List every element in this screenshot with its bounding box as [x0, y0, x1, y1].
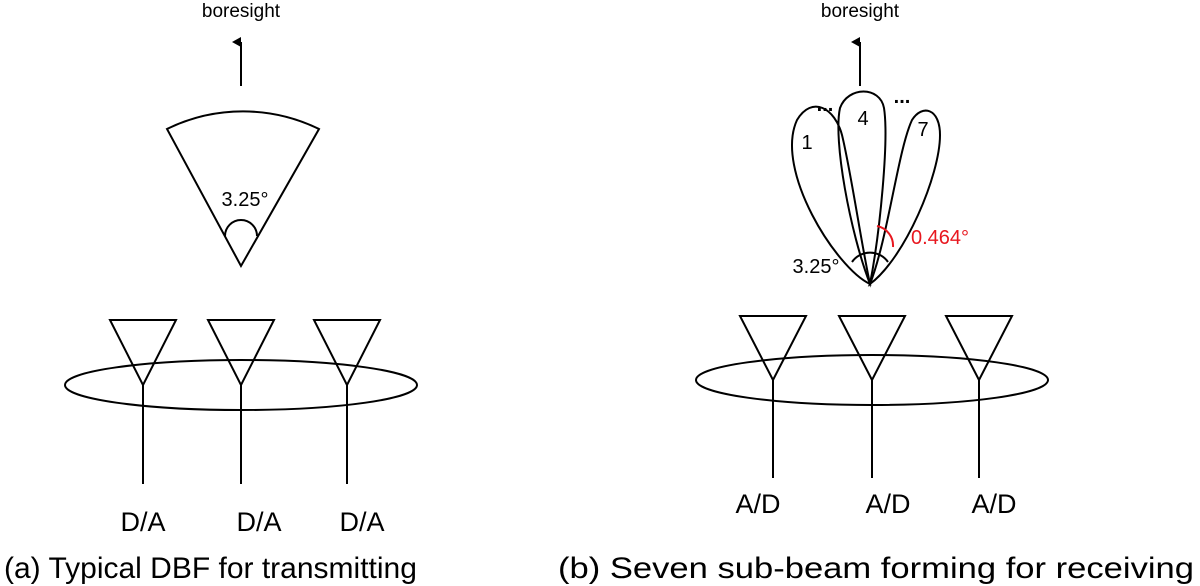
antenna-element-b3	[944, 315, 1014, 478]
boresight-label-b: boresight	[821, 1, 900, 22]
caption-b: (b) Seven sub-beam forming for receiving	[558, 552, 1194, 585]
converter-label-a1: D/A	[120, 507, 165, 537]
angle-label-a: 3.25°	[222, 189, 269, 211]
sub-angle-label: 0.464°	[911, 227, 969, 249]
sub-angle-arc	[876, 225, 895, 248]
total-angle-arc	[851, 251, 889, 263]
antenna-element-a2	[206, 319, 276, 484]
beam-label-4: 4	[857, 108, 868, 130]
sub-beam-4	[837, 90, 887, 288]
converter-label-b2: A/D	[865, 489, 910, 519]
transmit-beam-sector	[165, 110, 321, 269]
beam-label-7: 7	[917, 119, 928, 141]
antenna-element-a3	[312, 319, 382, 484]
panel-a: boresight 3.25° D/A D/A D/A (a) Typical …	[4, 1, 418, 585]
converter-label-b3: A/D	[971, 489, 1016, 519]
ellipsis-right: ...	[894, 86, 911, 108]
panel-b: boresight 1 4 7 ... ... 3.25° 0.464° A/D	[558, 1, 1194, 585]
antenna-element-b1	[738, 315, 808, 478]
angle-arc-a	[224, 219, 258, 237]
converter-label-a2: D/A	[236, 507, 281, 537]
beam-label-1: 1	[801, 132, 812, 154]
boresight-label-a: boresight	[202, 1, 281, 22]
converter-label-b1: A/D	[735, 489, 780, 519]
caption-a: (a) Typical DBF for transmitting	[4, 552, 417, 585]
sub-beam-1	[791, 105, 872, 286]
total-angle-label: 3.25°	[793, 256, 840, 278]
converter-label-a3: D/A	[339, 507, 384, 537]
ellipsis-left: ...	[817, 94, 834, 116]
sub-beam-7	[867, 109, 942, 287]
antenna-element-a1	[108, 319, 178, 484]
antenna-element-b2	[837, 315, 907, 478]
